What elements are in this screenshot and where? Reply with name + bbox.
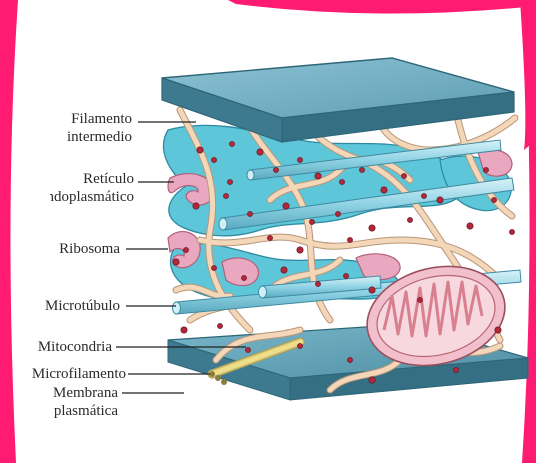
ribosome-dot [467, 223, 473, 229]
ribosome-dot [297, 343, 302, 348]
ribosome-dot [281, 267, 287, 273]
ribosome-dot [223, 193, 228, 198]
ribosome-dot [267, 235, 272, 240]
ribosome-dot [369, 377, 375, 383]
label-microtubulo: Microtúbulo [45, 297, 120, 315]
ribosome-dot [359, 167, 364, 172]
label-reticulo-endoplasmatico: Retículoendoplasmático [50, 170, 134, 206]
ribosome-dot [211, 157, 216, 162]
ribosome-dot [197, 147, 203, 153]
ribosome-dot [227, 179, 232, 184]
ribosome-dot [347, 357, 352, 362]
ribosome-dot [273, 167, 278, 172]
ribosome-dot [297, 157, 302, 162]
ribosome-dot [339, 179, 344, 184]
ribosome-dot [217, 323, 222, 328]
ribosome-dot [343, 273, 348, 278]
ribosome-dot [193, 203, 199, 209]
ribosome-dot [453, 367, 458, 372]
ribosome-dot [257, 149, 263, 155]
ribosome-dot [309, 219, 314, 224]
ribosome-dot [421, 193, 426, 198]
ribosome-dot [381, 187, 387, 193]
ribosome-dot [491, 197, 496, 202]
ribosome-dot [211, 265, 216, 270]
ribosome-dot [283, 203, 289, 209]
ribosome-dot [417, 297, 422, 302]
ribosome-dot [407, 217, 412, 222]
ribosome-dot [369, 287, 375, 293]
label-ribosoma: Ribosoma [59, 240, 120, 258]
ribosome-dot [315, 281, 320, 286]
ribosome-dot [495, 327, 501, 333]
ribosome-dot [335, 211, 340, 216]
ribosome-dot [315, 173, 321, 179]
label-microfilamento: Microfilamento [32, 365, 126, 383]
ribosome-dot [241, 275, 246, 280]
ribosome-dot [247, 211, 252, 216]
ribosome-dot [347, 237, 352, 242]
ribosome-dot [245, 347, 250, 352]
ribosome-dot [183, 247, 188, 252]
ribosome-dot [401, 173, 406, 178]
ribosome-dot [229, 141, 234, 146]
ribosome-dot [297, 247, 303, 253]
label-mitocondria: Mitocondria [38, 338, 112, 356]
ribosome-dot [483, 167, 488, 172]
ribosome-dot [437, 197, 443, 203]
ribosome-dot [369, 225, 375, 231]
ribosome-dot [509, 229, 514, 234]
ribosome-dot [173, 259, 179, 265]
ribosome-dot [181, 327, 187, 333]
